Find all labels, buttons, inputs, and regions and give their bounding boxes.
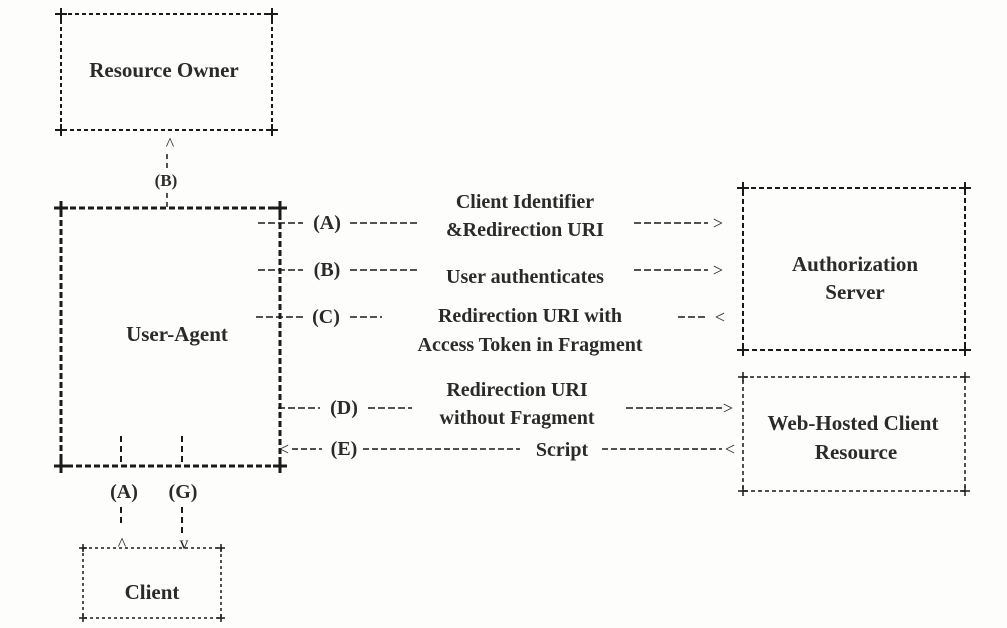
flow-d-arrowhead-right: >	[723, 398, 733, 418]
flow-c-label-line2: Access Token in Fragment	[418, 334, 643, 356]
authorization-server-box: Authorization Server	[737, 182, 971, 356]
flow-g-vertical-arrowhead-down: v	[180, 533, 189, 553]
flow-b-vertical: ^ (B)	[155, 134, 178, 207]
flow-a-arrowhead-right: >	[713, 213, 723, 233]
flow-b-arrowhead-right: >	[713, 260, 723, 280]
web-hosted-client-resource-box: Web-Hosted Client Resource	[738, 372, 970, 496]
flow-c-label-line1: Redirection URI with	[438, 305, 622, 327]
user-agent-box: User-Agent	[54, 201, 287, 473]
flow-d-label-line2: without Fragment	[440, 407, 595, 429]
flow-a-vertical-step: (A)	[110, 481, 138, 503]
flow-a-label-line2: &Redirection URI	[446, 219, 604, 241]
flow-e-arrowhead-left: <	[279, 439, 289, 459]
user-agent-label: User-Agent	[126, 322, 228, 346]
client-box: Client	[79, 544, 225, 622]
flow-b: (B) User authenticates >	[258, 259, 723, 288]
flow-d: (D) Redirection URI without Fragment >	[278, 379, 733, 429]
flow-b-vertical-step: (B)	[155, 171, 178, 190]
flow-c: (C) Redirection URI with Access Token in…	[256, 305, 725, 356]
flow-b-step: (B)	[314, 259, 341, 281]
flow-a-label-line1: Client Identifier	[456, 191, 594, 213]
flow-a-vertical-arrowhead-up: ^	[118, 534, 127, 554]
flow-d-label-line1: Redirection URI	[446, 379, 587, 401]
resource-owner-box: Resource Owner	[55, 8, 278, 136]
web-hosted-client-resource-label-line1: Web-Hosted Client	[768, 411, 939, 435]
flow-a: (A) Client Identifier &Redirection URI >	[258, 191, 723, 241]
authorization-server-label-line1: Authorization	[792, 252, 918, 276]
flow-e-step: (E)	[331, 438, 358, 460]
flow-e: < (E) Script <	[279, 438, 735, 461]
flow-g-vertical-step: (G)	[169, 481, 198, 503]
flow-e-label: Script	[536, 439, 589, 461]
flow-a-g-vertical: (A) (G) ^ v	[110, 436, 197, 554]
flow-b-vertical-arrowhead-up: ^	[166, 134, 175, 154]
flow-c-arrowhead-left: <	[715, 307, 725, 327]
client-label: Client	[125, 580, 180, 604]
flow-e-arrowhead-left-end: <	[725, 439, 735, 459]
flow-c-step: (C)	[312, 306, 340, 328]
flow-b-label: User authenticates	[446, 266, 604, 288]
resource-owner-label: Resource Owner	[89, 58, 239, 82]
flow-a-step: (A)	[313, 212, 341, 234]
authorization-server-label-line2: Server	[825, 280, 884, 304]
flow-d-step: (D)	[330, 397, 358, 419]
web-hosted-client-resource-label-line2: Resource	[815, 440, 897, 464]
